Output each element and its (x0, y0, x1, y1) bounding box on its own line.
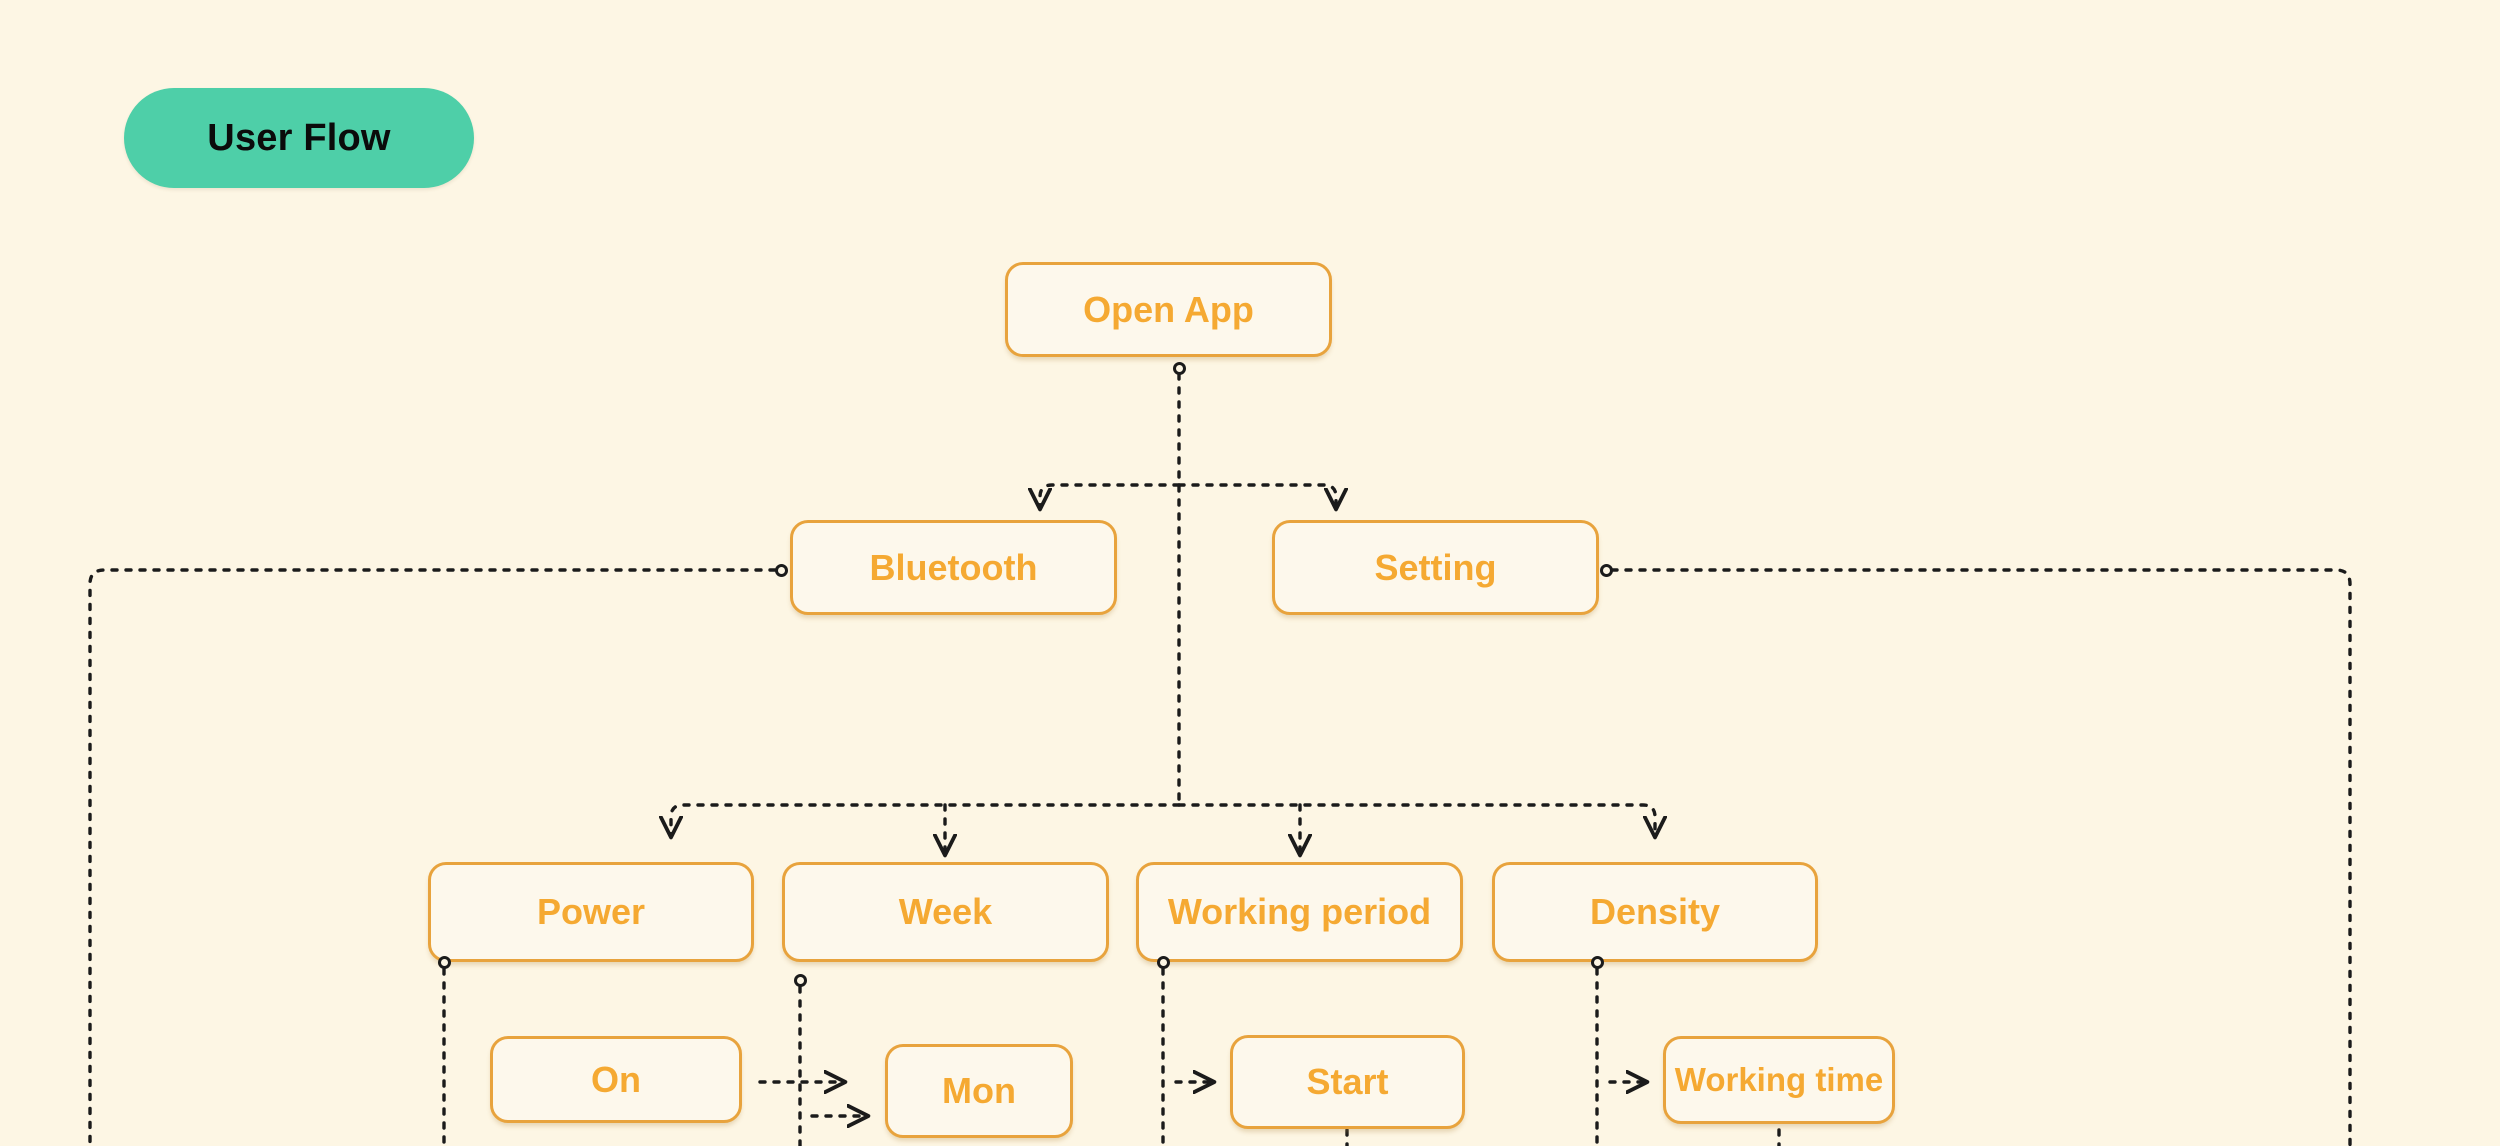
node-start-label: Start (1306, 1061, 1389, 1102)
node-power[interactable]: Power (428, 862, 754, 962)
node-week[interactable]: Week (782, 862, 1109, 962)
node-start[interactable]: Start (1230, 1035, 1465, 1129)
node-density[interactable]: Density (1492, 862, 1818, 962)
node-setting-label: Setting (1374, 546, 1497, 588)
dot-power-bottom-left (437, 955, 451, 969)
dot-setting-right (1599, 563, 1613, 577)
node-working-time[interactable]: Working time (1663, 1036, 1895, 1124)
node-week-label: Week (898, 891, 993, 932)
edge-bus3-left-rail (671, 803, 1181, 835)
edge-bus2-left (1040, 483, 1181, 507)
dot-density-bottom-left (1590, 955, 1604, 969)
node-power-label: Power (536, 891, 646, 932)
dot-bluetooth-left (774, 563, 788, 577)
node-working-period[interactable]: Working period (1136, 862, 1463, 962)
user-flow-badge: User Flow (124, 88, 474, 188)
user-flow-badge-label: User Flow (207, 116, 391, 159)
dot-week-bottom-left (793, 973, 807, 987)
node-mon-label: Mon (942, 1070, 1016, 1111)
node-density-label: Density (1589, 891, 1721, 932)
node-open-app-label: Open App (1083, 288, 1254, 330)
node-working-period-label: Working period (1167, 891, 1432, 932)
node-on[interactable]: On (490, 1036, 742, 1123)
node-on-label: On (591, 1058, 641, 1100)
node-setting[interactable]: Setting (1272, 520, 1599, 615)
node-bluetooth[interactable]: Bluetooth (790, 520, 1117, 615)
edge-bus2-right (1177, 483, 1336, 507)
node-working-time-label: Working time (1674, 1061, 1884, 1098)
edge-bus3-right-rail (1177, 803, 1655, 835)
node-mon[interactable]: Mon (885, 1044, 1073, 1138)
dot-open-app-bottom (1172, 361, 1186, 375)
node-bluetooth-label: Bluetooth (869, 546, 1038, 588)
dot-working-period-bottom (1156, 955, 1170, 969)
node-open-app[interactable]: Open App (1005, 262, 1332, 357)
